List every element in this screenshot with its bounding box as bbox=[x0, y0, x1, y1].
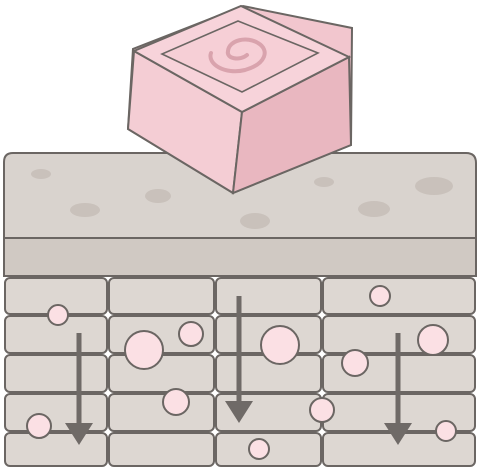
tile-cell bbox=[4, 432, 108, 467]
particle bbox=[417, 324, 449, 356]
tile-cell bbox=[215, 277, 322, 315]
surface-spots bbox=[31, 169, 453, 229]
arrow-layer bbox=[65, 296, 412, 445]
particle bbox=[309, 397, 335, 423]
particle bbox=[369, 285, 391, 307]
particle bbox=[47, 304, 69, 326]
surface-layer bbox=[3, 152, 477, 239]
particle bbox=[26, 413, 52, 439]
arrow-head bbox=[384, 423, 412, 445]
particle bbox=[435, 420, 457, 442]
down-arrow-icon bbox=[384, 333, 412, 445]
surface-spot bbox=[314, 177, 334, 187]
particle bbox=[178, 321, 204, 347]
swirl-icon bbox=[208, 37, 267, 74]
tile-cell bbox=[108, 393, 215, 432]
down-arrow-icon bbox=[225, 296, 253, 423]
swirl-inner bbox=[225, 49, 249, 61]
tile-cell bbox=[108, 354, 215, 393]
particle bbox=[162, 388, 190, 416]
tile-cell bbox=[322, 277, 476, 315]
arrow-head bbox=[225, 401, 253, 423]
particle bbox=[260, 325, 300, 365]
swirl-outer bbox=[208, 37, 267, 74]
particle bbox=[248, 438, 270, 460]
particle bbox=[341, 349, 369, 377]
surface-spot bbox=[31, 169, 51, 179]
band-layer-body bbox=[3, 237, 477, 277]
band-layer bbox=[3, 237, 477, 277]
down-arrow-icon bbox=[65, 333, 93, 445]
particle-layer bbox=[26, 285, 457, 460]
surface-spot bbox=[145, 189, 171, 203]
arrow-head bbox=[65, 423, 93, 445]
tile-cell bbox=[108, 277, 215, 315]
tile-cell bbox=[4, 393, 108, 432]
surface-spot bbox=[415, 177, 453, 195]
particle bbox=[124, 330, 164, 370]
tile-cell bbox=[4, 354, 108, 393]
tile-cell bbox=[215, 393, 322, 432]
surface-spot bbox=[70, 203, 100, 217]
surface-spot bbox=[240, 213, 270, 229]
surface-spot bbox=[358, 201, 390, 217]
transdermal-patch bbox=[126, 4, 354, 195]
tile-cell bbox=[108, 432, 215, 467]
